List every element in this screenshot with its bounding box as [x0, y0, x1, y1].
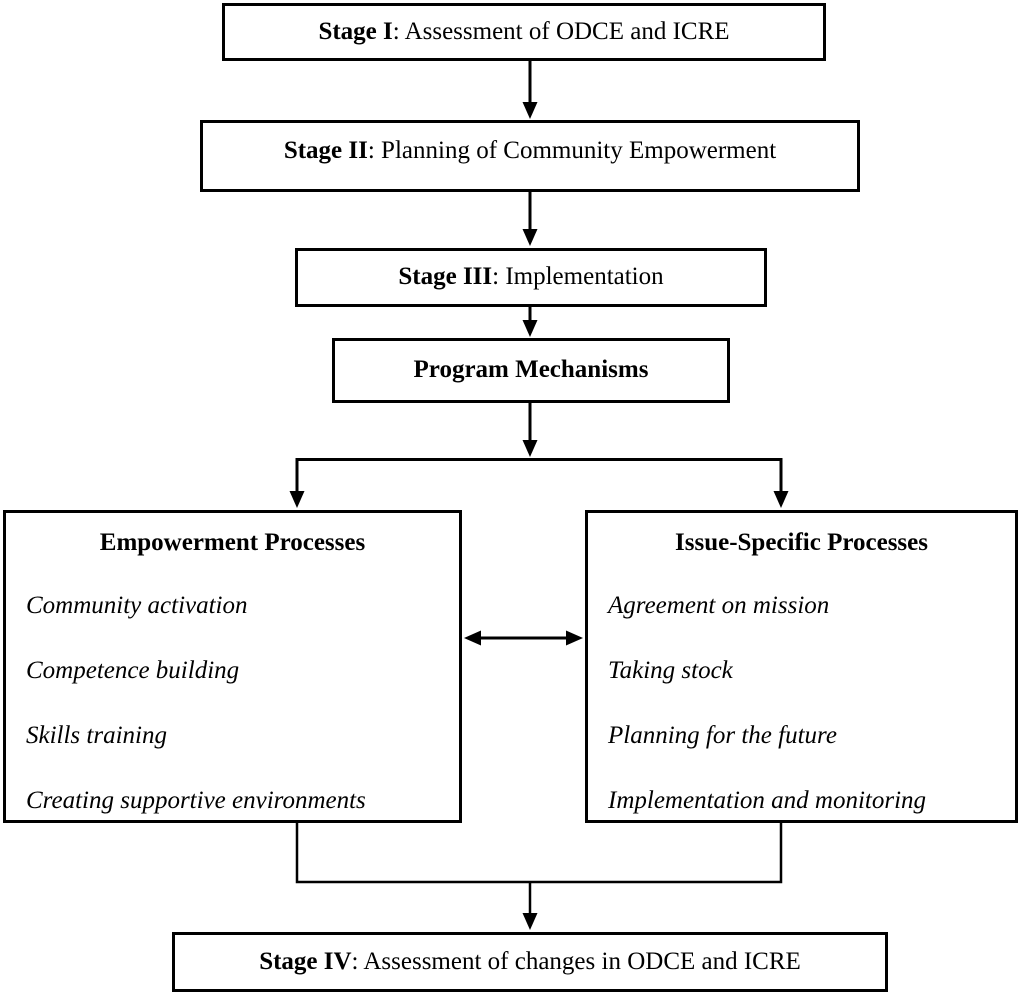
stage-4-box: Stage IV: Assessment of changes in ODCE …	[172, 932, 888, 992]
stage-4-label-rest: : Assessment of changes in ODCE and ICRE	[351, 947, 801, 975]
empowerment-processes-box: Empowerment Processes Community activati…	[3, 510, 462, 823]
stage-1-box: Stage I: Assessment of ODCE and ICRE	[222, 3, 826, 61]
empowerment-process-item: Skills training	[26, 722, 167, 749]
stage-4-label-bold: Stage IV	[259, 947, 352, 975]
arrow-stage2-to-stage3	[522, 191, 538, 246]
issue-specific-processes-box: Issue-Specific Processes Agreement on mi…	[585, 510, 1018, 823]
stage-1-label: Stage I: Assessment of ODCE and ICRE	[318, 18, 729, 47]
stage-2-label-bold: Stage II	[283, 136, 368, 164]
stage-2-label-rest: : Planning of Community Empowerment	[367, 136, 777, 164]
stage-3-label-bold: Stage III	[398, 263, 493, 291]
stage-2-label: Stage II: Planning of Community Empowerm…	[284, 137, 776, 166]
empowerment-process-item: Community activation	[26, 592, 248, 619]
issue-specific-process-item: Agreement on mission	[608, 592, 830, 619]
stage-3-box: Stage III: Implementation	[295, 248, 767, 307]
empowerment-process-item: Creating supportive environments	[26, 787, 366, 814]
issue-specific-processes-title: Issue-Specific Processes	[675, 529, 928, 556]
stage-1-label-rest: : Assessment of ODCE and ICRE	[392, 17, 730, 45]
empowerment-processes-title: Empowerment Processes	[99, 529, 366, 556]
program-mechanisms-box: Program Mechanisms	[332, 338, 730, 403]
stage-2-box: Stage II: Planning of Community Empowerm…	[200, 120, 860, 192]
issue-specific-process-item: Taking stock	[608, 657, 733, 684]
stage-3-label-rest: : Implementation	[492, 263, 664, 291]
arrow-stage1-to-stage2	[522, 60, 538, 119]
issue-specific-process-item: Planning for the future	[608, 722, 837, 749]
split-connector	[289, 458, 789, 508]
program-mechanisms-label: Program Mechanisms	[413, 356, 649, 384]
stage-1-label-bold: Stage I	[318, 17, 393, 45]
arrow-stage3-to-program-mechanisms	[522, 306, 538, 337]
arrow-program-mechanisms-to-split	[522, 402, 538, 457]
issue-specific-process-item: Implementation and monitoring	[608, 787, 927, 814]
merge-connector	[295, 823, 783, 930]
stage-4-label: Stage IV: Assessment of changes in ODCE …	[259, 948, 801, 977]
double-headed-arrow	[464, 630, 583, 646]
stage-3-label: Stage III: Implementation	[398, 263, 663, 292]
empowerment-process-item: Competence building	[26, 657, 240, 684]
